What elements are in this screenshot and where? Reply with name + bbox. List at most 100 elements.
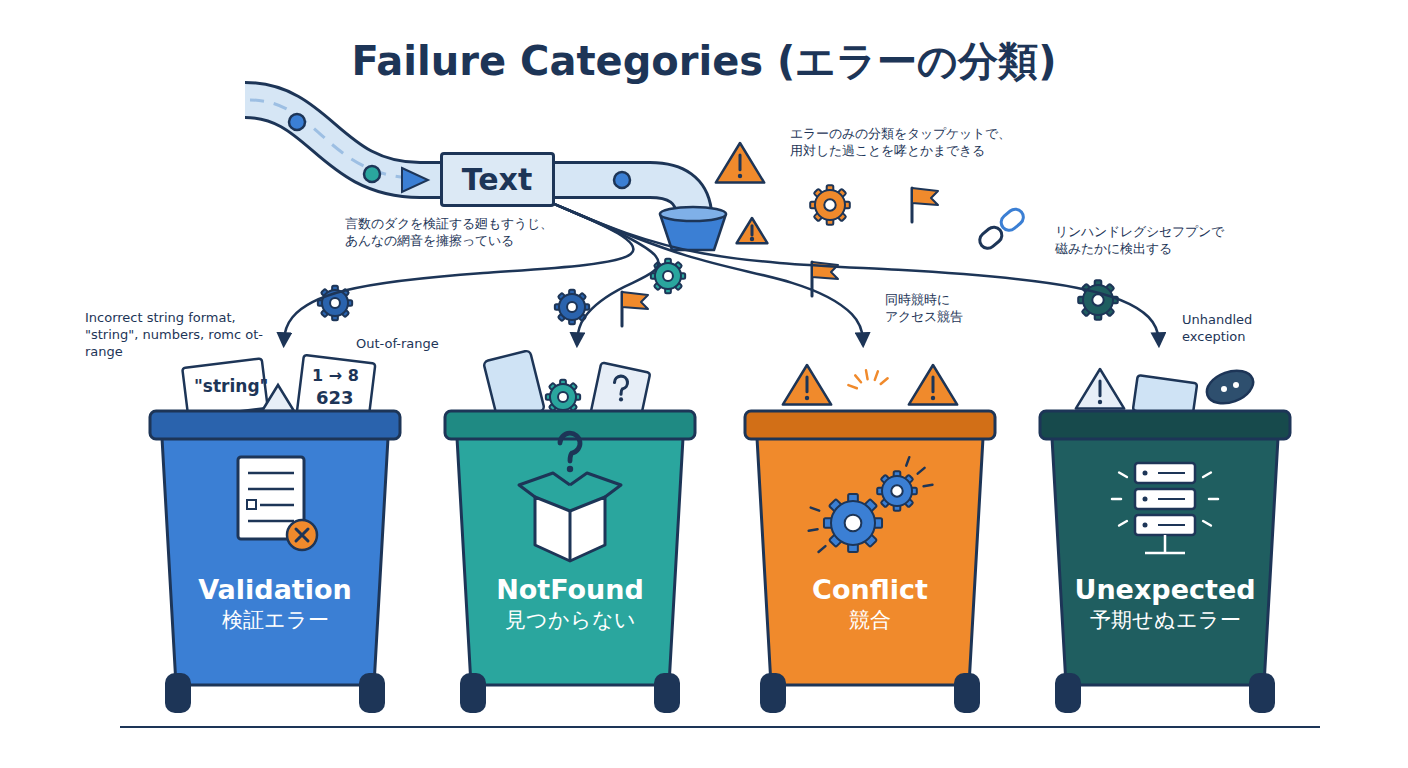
warning-dot [805, 396, 809, 400]
bin-subtitle: 見つからない [505, 607, 636, 633]
server-unit [1135, 489, 1195, 509]
server-led [1143, 497, 1148, 502]
bin-shape [745, 345, 995, 720]
warning-dot [1098, 400, 1102, 404]
bin-heading: Unexpected [1074, 573, 1255, 607]
warning-bar [932, 377, 935, 392]
flag-icon [912, 188, 938, 222]
bin-shape [445, 345, 695, 720]
bin-wheel [1249, 673, 1275, 713]
flag-cloth [912, 188, 938, 205]
spark-line [918, 468, 925, 474]
funnel-rim [660, 207, 726, 221]
question-icon [615, 376, 628, 401]
gear-hole [824, 199, 835, 210]
spark-line [866, 370, 868, 379]
card-text: 1 → 8 [312, 366, 359, 387]
server-led [1143, 523, 1148, 528]
document-line [260, 504, 294, 507]
note-label: エラーのみの分類をタップケットで、 用対した過ことを哮とかまできる [790, 126, 1018, 160]
warning-icon [783, 365, 831, 405]
spark-line [881, 378, 888, 384]
gear-hole [330, 298, 340, 308]
document-line [248, 472, 294, 475]
gear-body [550, 384, 576, 410]
spark-line [1119, 521, 1127, 526]
pipe-dot [614, 172, 630, 188]
spark-line [848, 385, 856, 388]
bin-shape [150, 345, 400, 720]
bin-subtitle: 検証エラー [222, 607, 329, 633]
mouse-dot [1221, 386, 1227, 392]
document-line [248, 520, 294, 523]
bin-body [757, 438, 983, 685]
pipe-outline [245, 100, 694, 212]
gear-icon [810, 185, 850, 225]
mouse-shape [1202, 365, 1257, 410]
bin-wheel [460, 673, 486, 713]
gear-icon [546, 380, 580, 414]
warning-triangle [737, 218, 768, 243]
bin-heading: NotFound [496, 573, 644, 607]
category-bin: Validation検証エラー [150, 345, 400, 720]
spark-line [1112, 498, 1121, 501]
floor-line [120, 726, 1320, 728]
spark-line [906, 457, 909, 465]
process-box: Text [440, 152, 555, 207]
gear-hole [891, 485, 902, 496]
category-bin: NotFound見つからない [445, 345, 695, 720]
spark-line [875, 371, 878, 379]
bin-wheel [359, 673, 385, 713]
box-edge [569, 511, 572, 561]
warning-dot [931, 396, 935, 400]
card-text: "string" [194, 375, 268, 397]
note-label: 言数のダクを検証する廻もすうじ、 あんなの網音を擁擦っている [345, 216, 557, 250]
box-label: Text [462, 161, 533, 199]
bin-subtitle: 予期せぬエラー [1090, 607, 1241, 633]
gear-body [882, 476, 912, 506]
warning-bar [739, 155, 742, 170]
spark-line [1119, 473, 1127, 478]
pipe-arrow [402, 168, 428, 192]
pipe-dash [250, 100, 418, 178]
warning-triangle [783, 365, 831, 405]
spark-line [1203, 521, 1211, 526]
bin-heading: Conflict [812, 573, 928, 607]
string-card [182, 358, 267, 417]
error-badge [287, 520, 317, 550]
server-slot [1158, 472, 1185, 474]
spark-line [809, 529, 818, 531]
error-cross [296, 529, 308, 541]
bin-wheel [165, 673, 191, 713]
bin-heading: Validation [198, 573, 352, 607]
bin-wheel [654, 673, 680, 713]
bin-body [162, 438, 388, 685]
gear-hole [567, 302, 577, 312]
document-check [247, 500, 256, 509]
chain-link [998, 206, 1027, 234]
warning-bar [751, 226, 754, 235]
question-icon [560, 433, 580, 472]
card-text: 623 [316, 386, 354, 409]
gear-hole [1092, 294, 1103, 305]
gear-icon [1078, 280, 1118, 320]
question-hook [560, 433, 580, 461]
gear-hole [558, 392, 568, 402]
warning-triangle [1076, 369, 1124, 409]
server-slot [1158, 498, 1185, 500]
server-unit [1135, 463, 1195, 483]
bin-lid [745, 411, 995, 439]
flag-cloth [622, 292, 648, 309]
document-line [248, 488, 294, 491]
gear-hole [845, 515, 862, 532]
bin-wheel [954, 673, 980, 713]
box-flaps [519, 473, 621, 497]
gear-icon [877, 471, 917, 511]
gear-hole [663, 271, 673, 281]
question-hook [615, 376, 628, 394]
warning-dot [738, 174, 742, 178]
gear-icon [824, 494, 882, 552]
warning-triangle [716, 143, 764, 183]
gear-icon [651, 259, 685, 293]
connector-arrow [555, 204, 864, 345]
